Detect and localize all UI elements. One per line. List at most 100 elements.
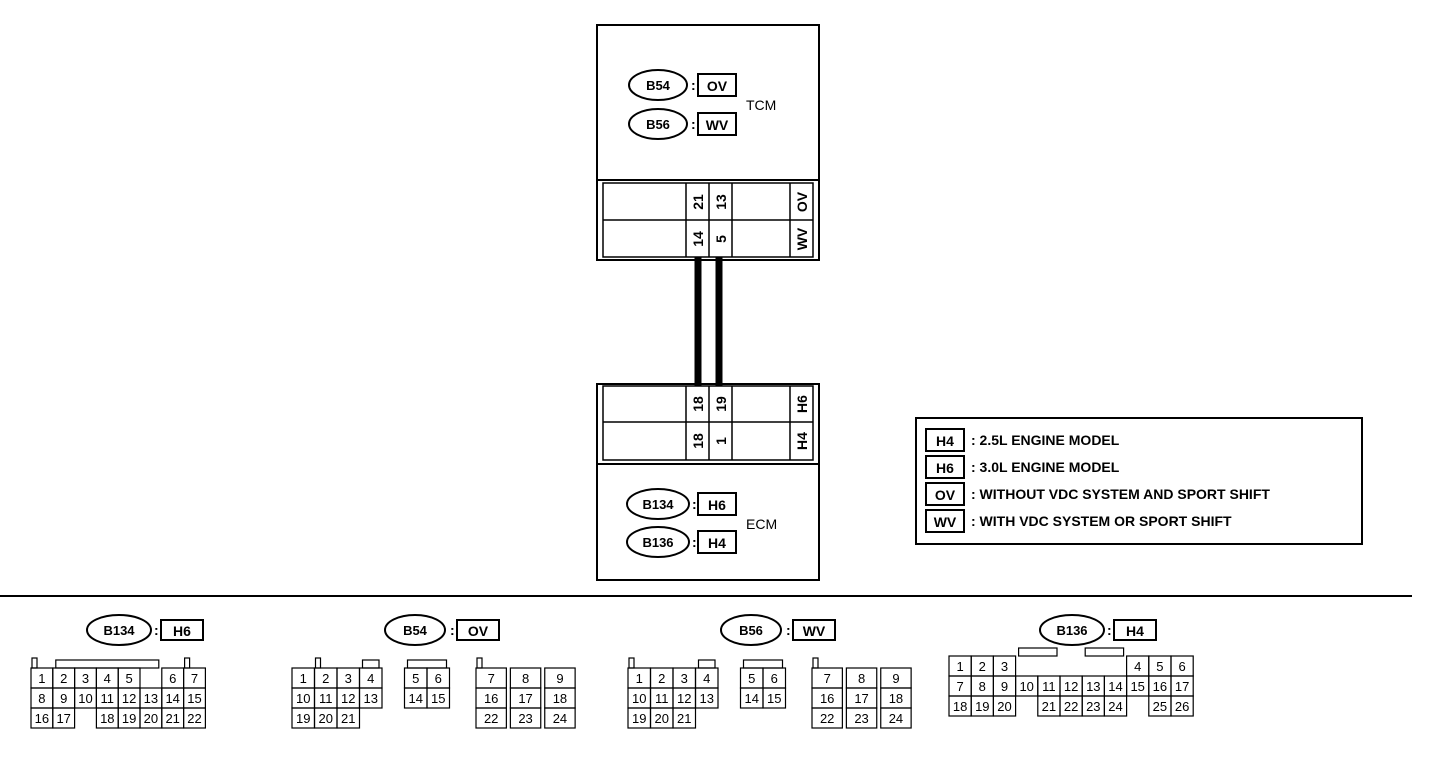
tcm-pin-5: 5 — [713, 235, 729, 243]
pin-number: 15 — [187, 691, 201, 706]
pin-number: 3 — [82, 671, 89, 686]
ecm-tag1-conn: B134 — [642, 497, 674, 512]
legend-code-wv: WV — [934, 514, 957, 530]
ecm-title: ECM — [746, 516, 777, 532]
b134-header-conn: B134 — [103, 623, 135, 638]
pin-number: 8 — [979, 679, 986, 694]
b56-header-code: WV — [803, 623, 826, 639]
pin-cell — [845, 707, 878, 729]
pin-number: 8 — [38, 691, 45, 706]
pin-number: 19 — [632, 711, 646, 726]
pin-number: 11 — [319, 691, 333, 706]
pin-number: 8 — [858, 671, 865, 686]
ecm-pin-19: 19 — [713, 396, 729, 412]
pin-number: 14 — [409, 691, 423, 706]
pin-number: 14 — [1108, 679, 1122, 694]
pin-number: 14 — [745, 691, 759, 706]
b136-header-conn: B136 — [1056, 623, 1087, 638]
pin-number: 6 — [169, 671, 176, 686]
pin-number: 22 — [484, 711, 498, 726]
ecm-row-bottom-code: H4 — [794, 432, 810, 450]
legend-code-h4: H4 — [936, 433, 954, 449]
pin-number: 12 — [677, 691, 691, 706]
pin-number: 3 — [345, 671, 352, 686]
pin-cell — [694, 687, 719, 709]
pin-number: 11 — [101, 691, 115, 706]
pin-number: 22 — [187, 711, 201, 726]
pin-number: 18 — [100, 711, 114, 726]
legend-item-h4: H4 : 2.5L ENGINE MODEL — [925, 428, 1120, 452]
pin-number: 6 — [771, 671, 778, 686]
ecm-tag2-code: H4 — [708, 535, 726, 551]
pin-number: 5 — [412, 671, 419, 686]
pin-number: 15 — [767, 691, 781, 706]
pin-number: 10 — [1019, 679, 1033, 694]
pin-number: 16 — [1153, 679, 1167, 694]
ecm-connector-tag-2: B136 : H4 — [626, 526, 737, 558]
legend-text-ov: : WITHOUT VDC SYSTEM AND SPORT SHIFT — [971, 486, 1270, 502]
connector-tab — [314, 657, 322, 669]
pin-number: 2 — [60, 671, 67, 686]
pin-number: 21 — [341, 711, 355, 726]
pin-number: 25 — [1153, 699, 1167, 714]
pin-number: 11 — [1042, 679, 1056, 694]
ecm-pin-1: 1 — [713, 437, 729, 445]
pin-cell — [762, 687, 787, 709]
legend-text-wv: : WITH VDC SYSTEM OR SPORT SHIFT — [971, 513, 1232, 529]
pin-number: 1 — [38, 671, 45, 686]
pin-number: 1 — [636, 671, 643, 686]
svg-text::: : — [154, 622, 159, 638]
svg-text::: : — [691, 116, 696, 132]
pin-number: 21 — [677, 711, 691, 726]
pin-number: 18 — [553, 691, 567, 706]
svg-text::: : — [692, 534, 697, 550]
pin-number: 24 — [553, 711, 567, 726]
pin-number: 1 — [300, 671, 307, 686]
pin-number: 17 — [854, 691, 868, 706]
svg-text::: : — [691, 77, 696, 93]
connector-key — [1084, 647, 1125, 657]
pin-number: 8 — [522, 671, 529, 686]
ecm-tag2-conn: B136 — [642, 535, 673, 550]
pin-cell — [509, 707, 542, 729]
pin-number: 14 — [165, 691, 179, 706]
tcm-tag2-code: WV — [706, 117, 729, 133]
harness-wires — [694, 257, 723, 386]
connector-key — [697, 659, 716, 669]
pin-number: 9 — [1001, 679, 1008, 694]
pin-cell — [183, 707, 207, 729]
tcm-tag1-code: OV — [707, 78, 728, 94]
pin-cell — [880, 707, 912, 729]
svg-text::: : — [786, 622, 791, 638]
pin-number: 7 — [824, 671, 831, 686]
pin-number: 15 — [431, 691, 445, 706]
connector-tab — [31, 657, 38, 669]
legend-text-h6: : 3.0L ENGINE MODEL — [971, 459, 1120, 475]
pin-cell — [992, 695, 1017, 717]
pin-cell — [811, 707, 843, 729]
legend-text-h4: : 2.5L ENGINE MODEL — [971, 432, 1120, 448]
pin-number: 15 — [1130, 679, 1144, 694]
pin-number: 22 — [1064, 699, 1078, 714]
svg-text::: : — [692, 496, 697, 512]
connector-tab — [628, 657, 635, 669]
b136-header-code: H4 — [1126, 623, 1144, 639]
ecm-tag1-code: H6 — [708, 497, 726, 513]
ecm-module: 18 19 H6 18 1 H4 B134 : H6 B136 : H4 ECM — [596, 383, 820, 581]
pin-cell — [336, 707, 361, 729]
legend: H4 : 2.5L ENGINE MODEL H6 : 3.0L ENGINE … — [915, 417, 1363, 545]
pin-number: 10 — [632, 691, 646, 706]
pin-number: 13 — [700, 691, 714, 706]
b56-header-conn: B56 — [739, 623, 763, 638]
pin-cell — [358, 687, 383, 709]
pin-cell — [672, 707, 697, 729]
tcm-connector-tag-2: B56 : WV — [628, 108, 737, 140]
tcm-tag1-conn: B54 — [646, 78, 671, 93]
pin-number: 22 — [820, 711, 834, 726]
connector-header-b54: B54 : OV — [384, 614, 500, 646]
pin-number: 9 — [892, 671, 899, 686]
pin-number: 7 — [956, 679, 963, 694]
